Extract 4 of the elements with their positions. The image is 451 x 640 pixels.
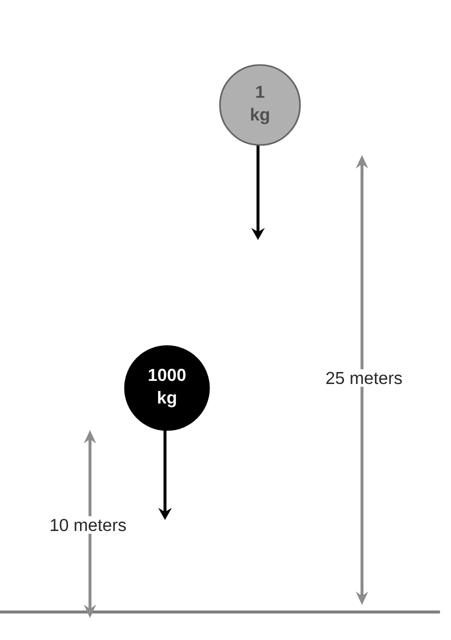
measurement-label: 25 meters xyxy=(322,369,406,387)
mass-ball: 1000 kg xyxy=(124,345,210,431)
mass-ball: 1 kg xyxy=(219,64,301,146)
measurement-label: 10 meters xyxy=(46,516,130,534)
